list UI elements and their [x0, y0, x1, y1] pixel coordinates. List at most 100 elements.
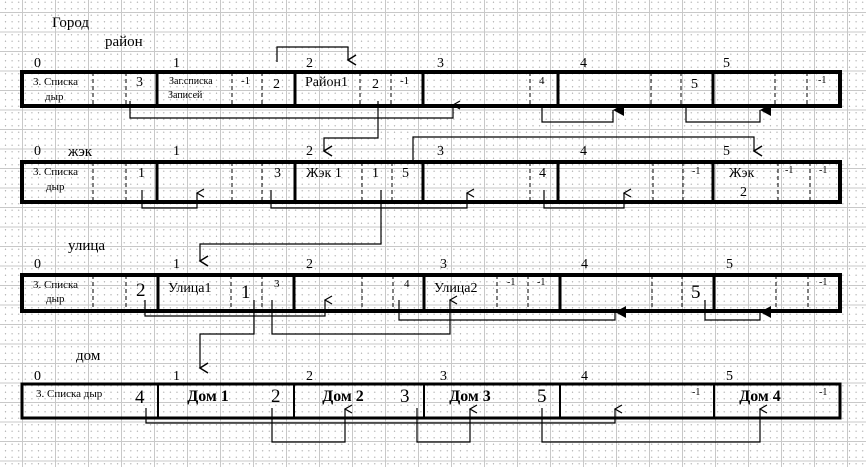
district-array: 0 1 2 3 4 5 3. Списка дыр 3 Заг.списка З…	[20, 56, 842, 108]
free-head: 4	[135, 387, 145, 408]
arrow	[145, 408, 615, 424]
free-next: 3	[274, 166, 281, 181]
zhek-child: -1	[785, 165, 793, 176]
free-list-label: дыр	[45, 91, 64, 103]
house-name: Дом 3	[449, 388, 491, 405]
free-next: 4	[404, 278, 410, 290]
arrow	[543, 190, 624, 209]
arrow	[129, 101, 453, 119]
header-text: Записей	[168, 90, 203, 101]
arrow	[704, 300, 771, 321]
arrow	[685, 104, 771, 123]
index-0: 0	[34, 56, 41, 71]
index-2: 2	[306, 144, 313, 159]
free-next: -1	[692, 166, 700, 177]
free-next: 4	[539, 166, 546, 181]
zhek-name: Жэк 1	[306, 166, 342, 181]
arrow	[541, 408, 760, 443]
free-head: 3	[136, 75, 143, 90]
district-child: 2	[372, 77, 379, 92]
house-next: 2	[271, 386, 281, 407]
arrow	[141, 190, 197, 209]
index-2: 2	[306, 56, 313, 71]
label-city: Город	[52, 15, 89, 31]
label-street: улица	[68, 238, 105, 254]
label-zhek: жэк	[67, 144, 93, 160]
free-list-label: 3. Списка дыр	[36, 388, 103, 400]
free-next: 4	[539, 75, 545, 87]
index-2: 2	[306, 369, 313, 384]
street-name: Улица1	[168, 281, 212, 296]
header-text: Заг.списка	[169, 76, 213, 87]
arrow	[416, 408, 470, 443]
arrow	[198, 190, 382, 267]
free-head: 2	[136, 280, 146, 301]
index-5: 5	[726, 257, 733, 272]
arrow	[276, 46, 357, 66]
street-array: 0 1 2 3 4 5 3. Списка дыр 2 Улица1 1 3 4…	[20, 257, 842, 313]
index-5: 5	[723, 144, 730, 159]
index-1: 1	[173, 257, 180, 272]
zhek-next: 5	[402, 166, 409, 181]
free-next: -1	[819, 277, 827, 288]
zhek-child: 1	[372, 166, 379, 181]
free-next: -1	[692, 387, 700, 398]
street-next: 3	[274, 278, 280, 290]
arrow	[271, 408, 345, 443]
street-next: -1	[537, 277, 545, 288]
index-4: 4	[580, 56, 587, 71]
free-next: 5	[691, 282, 701, 303]
index-4: 4	[581, 369, 588, 384]
district-next: -1	[400, 75, 409, 87]
arrow	[322, 101, 379, 157]
index-0: 0	[34, 369, 41, 384]
index-1: 1	[173, 144, 180, 159]
index-0: 0	[34, 144, 41, 159]
index-3: 3	[437, 56, 444, 71]
arrow	[398, 300, 626, 321]
arrow	[541, 104, 624, 123]
street-child: -1	[507, 277, 515, 288]
house-name: Дом 2	[322, 388, 364, 405]
index-2: 2	[306, 257, 313, 272]
street-child: 1	[241, 282, 251, 303]
zhek-next: -1	[819, 165, 827, 176]
index-0: 0	[34, 257, 41, 272]
district-name: Район1	[305, 75, 348, 90]
index-5: 5	[726, 369, 733, 384]
index-4: 4	[581, 257, 588, 272]
street-name: Улица2	[434, 281, 478, 296]
free-next: 5	[691, 77, 698, 92]
index-1: 1	[173, 56, 180, 71]
house-next: 5	[537, 386, 547, 407]
index-3: 3	[440, 369, 447, 384]
zhek-name: 2	[740, 185, 747, 200]
arrow	[144, 300, 325, 317]
index-5: 5	[723, 56, 730, 71]
label-house: дом	[76, 348, 101, 364]
index-4: 4	[580, 144, 587, 159]
house-next: -1	[819, 387, 827, 398]
zhek-name: Жэк	[729, 166, 755, 181]
index-1: 1	[173, 369, 180, 384]
free-head: 1	[138, 166, 145, 181]
house-name: Дом 1	[187, 388, 229, 405]
house-array: 0 1 2 3 4 5 3. Списка дыр 4 Дом 1 2 Дом …	[20, 369, 842, 420]
house-name: Дом 4	[739, 388, 781, 405]
arrow	[271, 300, 450, 335]
house-next: 3	[400, 386, 410, 407]
label-district: район	[105, 34, 143, 50]
header-prev: -1	[241, 75, 250, 87]
free-list-label: 3. Списка	[33, 166, 78, 178]
free-list-label: дыр	[46, 293, 65, 305]
arrow	[198, 300, 255, 374]
free-list-label: 3. Списка	[33, 76, 78, 88]
arrow	[270, 190, 467, 209]
free-next: -1	[818, 75, 826, 86]
free-list-label: 3. Списка	[33, 279, 78, 291]
index-3: 3	[440, 257, 447, 272]
free-list-label: дыр	[46, 181, 65, 193]
zhek-array: 0 1 2 3 4 5 3. Списка дыр 1 3 Жэк 1 1 5 …	[20, 144, 842, 204]
index-3: 3	[437, 144, 444, 159]
